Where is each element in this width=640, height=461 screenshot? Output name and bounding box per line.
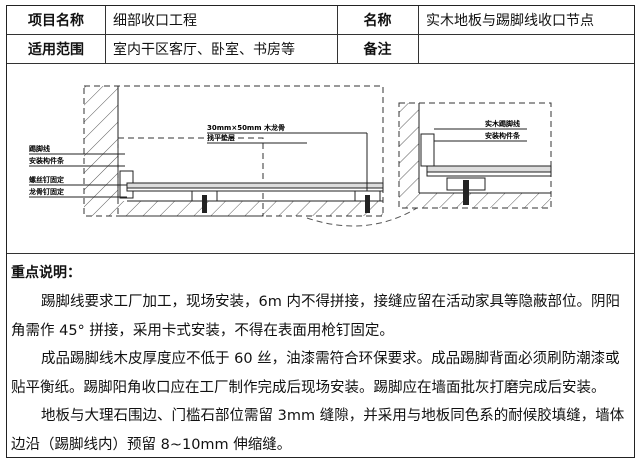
project-name-label: 项目名称 bbox=[28, 13, 84, 29]
scope-value: 室内干区客厅、卧室、书房等 bbox=[113, 41, 295, 58]
divider bbox=[7, 34, 634, 35]
label-mount-strip: 安装构件条 bbox=[485, 131, 521, 140]
label-leveling: 找平垫层 bbox=[207, 133, 235, 142]
skirting-section-svg: 踢脚线 安装构件条 螺丝钉固定 龙骨钉固定 30mm×50mm 木龙骨 找平垫层 bbox=[28, 85, 552, 227]
divider bbox=[105, 6, 106, 63]
underlay bbox=[126, 187, 384, 192]
spec-table: 项目名称 细部收口工程 名称 实木地板与踢脚线收口节点 适用范围 室内干区客厅、… bbox=[6, 5, 635, 458]
callout-arc bbox=[306, 207, 418, 227]
underlay bbox=[426, 171, 552, 177]
name-value: 实木地板与踢脚线收口节点 bbox=[426, 13, 594, 29]
detail-callout-box bbox=[117, 137, 264, 217]
section-drawing: 踢脚线 安装构件条 螺丝钉固定 龙骨钉固定 30mm×50mm 木龙骨 找平垫层 bbox=[7, 63, 634, 253]
floor-slab-hatch bbox=[419, 193, 551, 208]
wood-floor bbox=[126, 182, 384, 189]
label-solid-skirting: 实木踢脚线 bbox=[485, 119, 520, 128]
divider bbox=[418, 6, 419, 63]
wall-hatch bbox=[399, 103, 419, 208]
project-name-value: 细部收口工程 bbox=[113, 13, 197, 29]
divider bbox=[7, 253, 634, 254]
label-mount-strip: 安装构件条 bbox=[29, 156, 65, 165]
skirting-board bbox=[420, 133, 435, 167]
wall-hatch bbox=[84, 86, 118, 216]
anchor-bolt bbox=[365, 195, 370, 213]
note-paragraph: 踢脚线要求工厂加工，现场安装，6m 内不得拼接，接缝应留在活动家具等隐蔽部位。阴… bbox=[11, 294, 620, 339]
notes-title: 重点说明： bbox=[11, 265, 81, 281]
name-label: 名称 bbox=[363, 13, 392, 29]
scope-label: 适用范围 bbox=[28, 41, 84, 58]
divider bbox=[337, 6, 338, 63]
note-paragraph: 成品踢脚线木皮厚度应不低于 60 丝，油漆需符合环保要求。成品踢脚背面必须刷防潮… bbox=[11, 351, 620, 396]
label-joist-fix: 龙骨钉固定 bbox=[28, 187, 64, 196]
divider bbox=[7, 63, 634, 64]
label-wood-joist: 30mm×50mm 木龙骨 bbox=[207, 123, 285, 132]
label-screw-fix: 螺丝钉固定 bbox=[29, 175, 64, 184]
label-skirting: 踢脚线 bbox=[29, 144, 50, 153]
floor-slab-hatch bbox=[118, 201, 383, 216]
wood-floor bbox=[426, 165, 552, 173]
remark-value bbox=[418, 34, 634, 63]
right-detail: 实木踢脚线 安装构件条 bbox=[398, 102, 552, 209]
anchor-bolt bbox=[202, 195, 207, 213]
remark-label: 备注 bbox=[363, 41, 392, 58]
left-detail: 踢脚线 安装构件条 螺丝钉固定 龙骨钉固定 30mm×50mm 木龙骨 找平垫层 bbox=[28, 85, 418, 227]
dashed-boundary bbox=[398, 102, 552, 209]
dashed-boundary bbox=[83, 85, 384, 217]
note-paragraph: 地板与大理石围边、门槛石部位需留 3mm 缝隙，并采用与地板同色系的耐候胶填缝，… bbox=[11, 408, 625, 453]
